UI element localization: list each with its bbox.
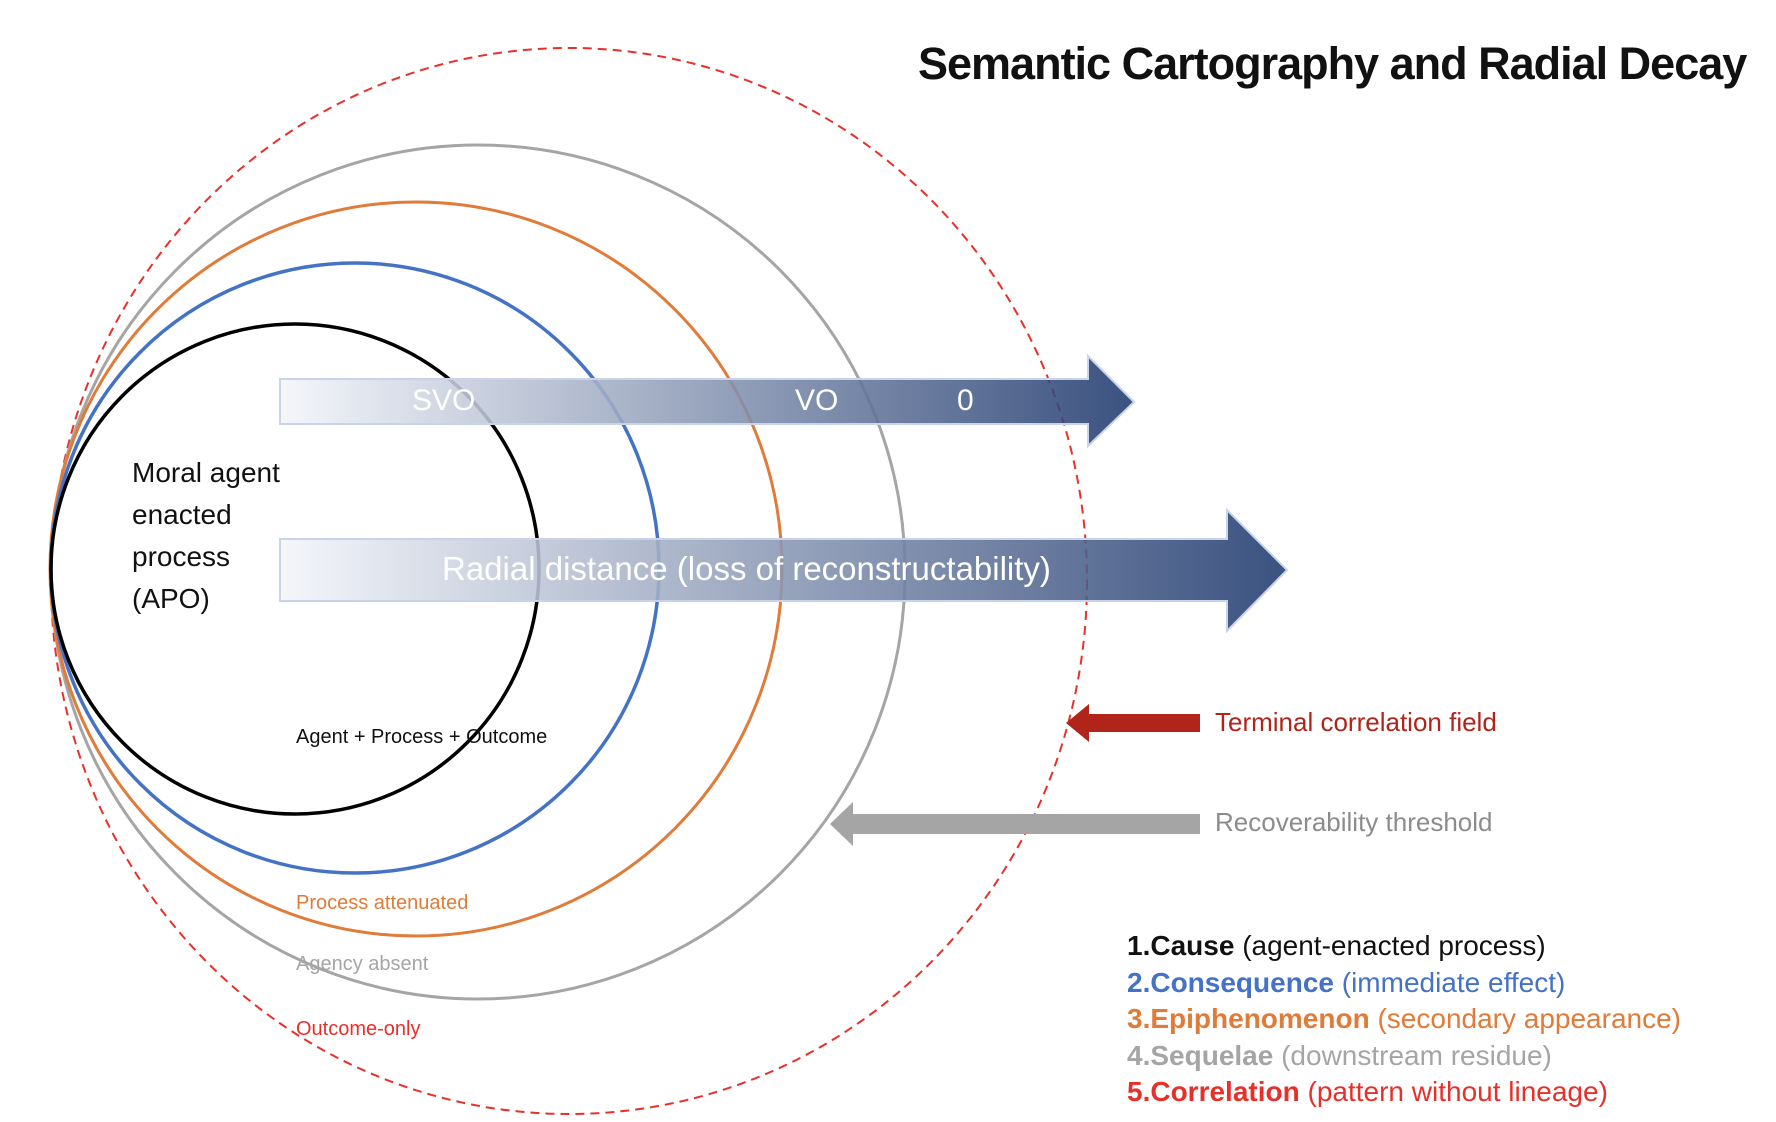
core-label-line: enacted: [132, 499, 232, 530]
core-label-line: process: [132, 541, 231, 572]
legend-description: (downstream residue): [1281, 1039, 1552, 1071]
legend-item-correlation: 5.Correlation (pattern without lineage): [1127, 1074, 1681, 1111]
terminal-correlation-label: Terminal correlation field: [1215, 707, 1497, 737]
recoverability-threshold-label: Recoverability threshold: [1215, 807, 1493, 837]
core-label: Moral agent enacted process (APO): [132, 452, 332, 620]
radial-distance-arrow: [279, 507, 1289, 634]
terminal-correlation-arrow: [1066, 704, 1200, 742]
core-label-line: (APO): [132, 583, 210, 614]
legend-description: (pattern without lineage): [1307, 1076, 1608, 1107]
recoverability-threshold-arrow: [830, 802, 1200, 846]
legend-term: Sequelae: [1150, 1039, 1274, 1071]
legend-description: (secondary appearance): [1377, 1003, 1681, 1034]
legend-number: 2.: [1127, 966, 1151, 998]
syntax-label-vo: VO: [795, 384, 839, 417]
legend-term: Cause: [1150, 930, 1235, 961]
ring-label-outcome-only: Outcome-only: [296, 1018, 421, 1040]
legend-number: 5.: [1127, 1076, 1151, 1107]
legend-item-sequelae: 4.Sequelae (downstream residue): [1127, 1038, 1681, 1075]
legend-description: (agent-enacted process): [1242, 930, 1546, 961]
legend-item-consequence: 2.Consequence (immediate effect): [1127, 965, 1681, 1002]
syntax-label-svo: SVO: [412, 384, 476, 417]
legend-item-epiphenomenon: 3.Epiphenomenon (secondary appearance): [1127, 1001, 1681, 1038]
legend-term: Correlation: [1150, 1076, 1300, 1107]
legend-term: Consequence: [1150, 966, 1334, 998]
syntax-arrow: [279, 353, 1136, 449]
syntax-label-zero: 0: [957, 384, 974, 417]
core-label-line: Moral agent: [132, 457, 280, 488]
radial-distance-label: Radial distance (loss of reconstructabil…: [442, 550, 1051, 587]
apo-inner-label: Agent + Process + Outcome: [296, 726, 548, 748]
legend-description: (immediate effect): [1341, 966, 1566, 998]
legend-number: 3.: [1127, 1003, 1151, 1034]
ring-label-agency-absent: Agency absent: [296, 953, 429, 975]
legend-term: Epiphenomenon: [1150, 1003, 1370, 1034]
legend-number: 4.: [1127, 1039, 1151, 1071]
diagram-title: Semantic Cartography and Radial Decay: [918, 38, 1747, 89]
legend-number: 1.: [1127, 930, 1151, 961]
ring-label-process-attenuated: Process attenuated: [296, 892, 469, 914]
legend: 1.Cause (agent-enacted process) 2.Conseq…: [1127, 928, 1681, 1111]
legend-item-cause: 1.Cause (agent-enacted process): [1127, 928, 1681, 965]
